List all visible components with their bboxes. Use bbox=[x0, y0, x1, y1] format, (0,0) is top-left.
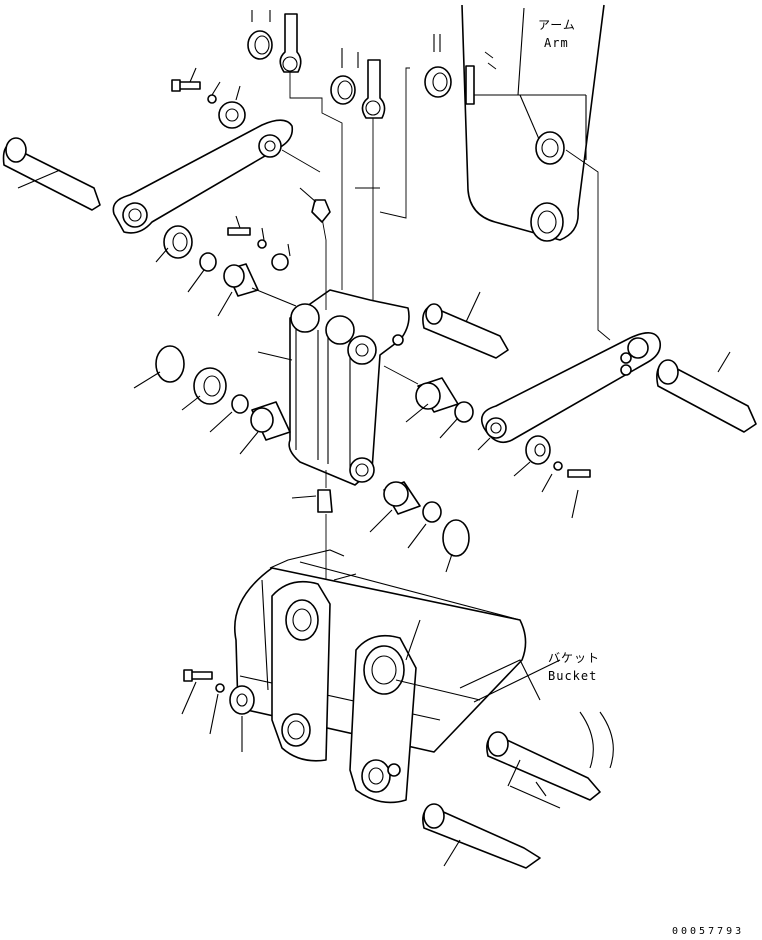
bucket-label-en: Bucket bbox=[548, 669, 597, 683]
arm-label-en: Arm bbox=[544, 36, 569, 50]
right-link bbox=[477, 332, 662, 451]
pin-right bbox=[656, 351, 757, 433]
top-pin-group bbox=[247, 10, 452, 310]
pin-upper-left bbox=[2, 137, 101, 211]
h-link bbox=[257, 187, 410, 486]
arm bbox=[461, 4, 611, 341]
left-bushings bbox=[133, 215, 297, 455]
bucket bbox=[234, 549, 614, 809]
upper-left-link bbox=[112, 119, 321, 234]
retainer-set-right bbox=[513, 435, 591, 519]
right-bushings bbox=[369, 291, 509, 573]
retainer-set-bucket bbox=[181, 669, 255, 752]
bucket-pin-upper bbox=[486, 731, 601, 801]
bucket-label-jp: バケット bbox=[548, 651, 600, 665]
drawing-number: 00057793 bbox=[672, 926, 744, 937]
arm-label-jp: アーム bbox=[538, 18, 576, 32]
bucket-pin-lower bbox=[422, 803, 541, 869]
retainer-set-top bbox=[171, 67, 246, 129]
